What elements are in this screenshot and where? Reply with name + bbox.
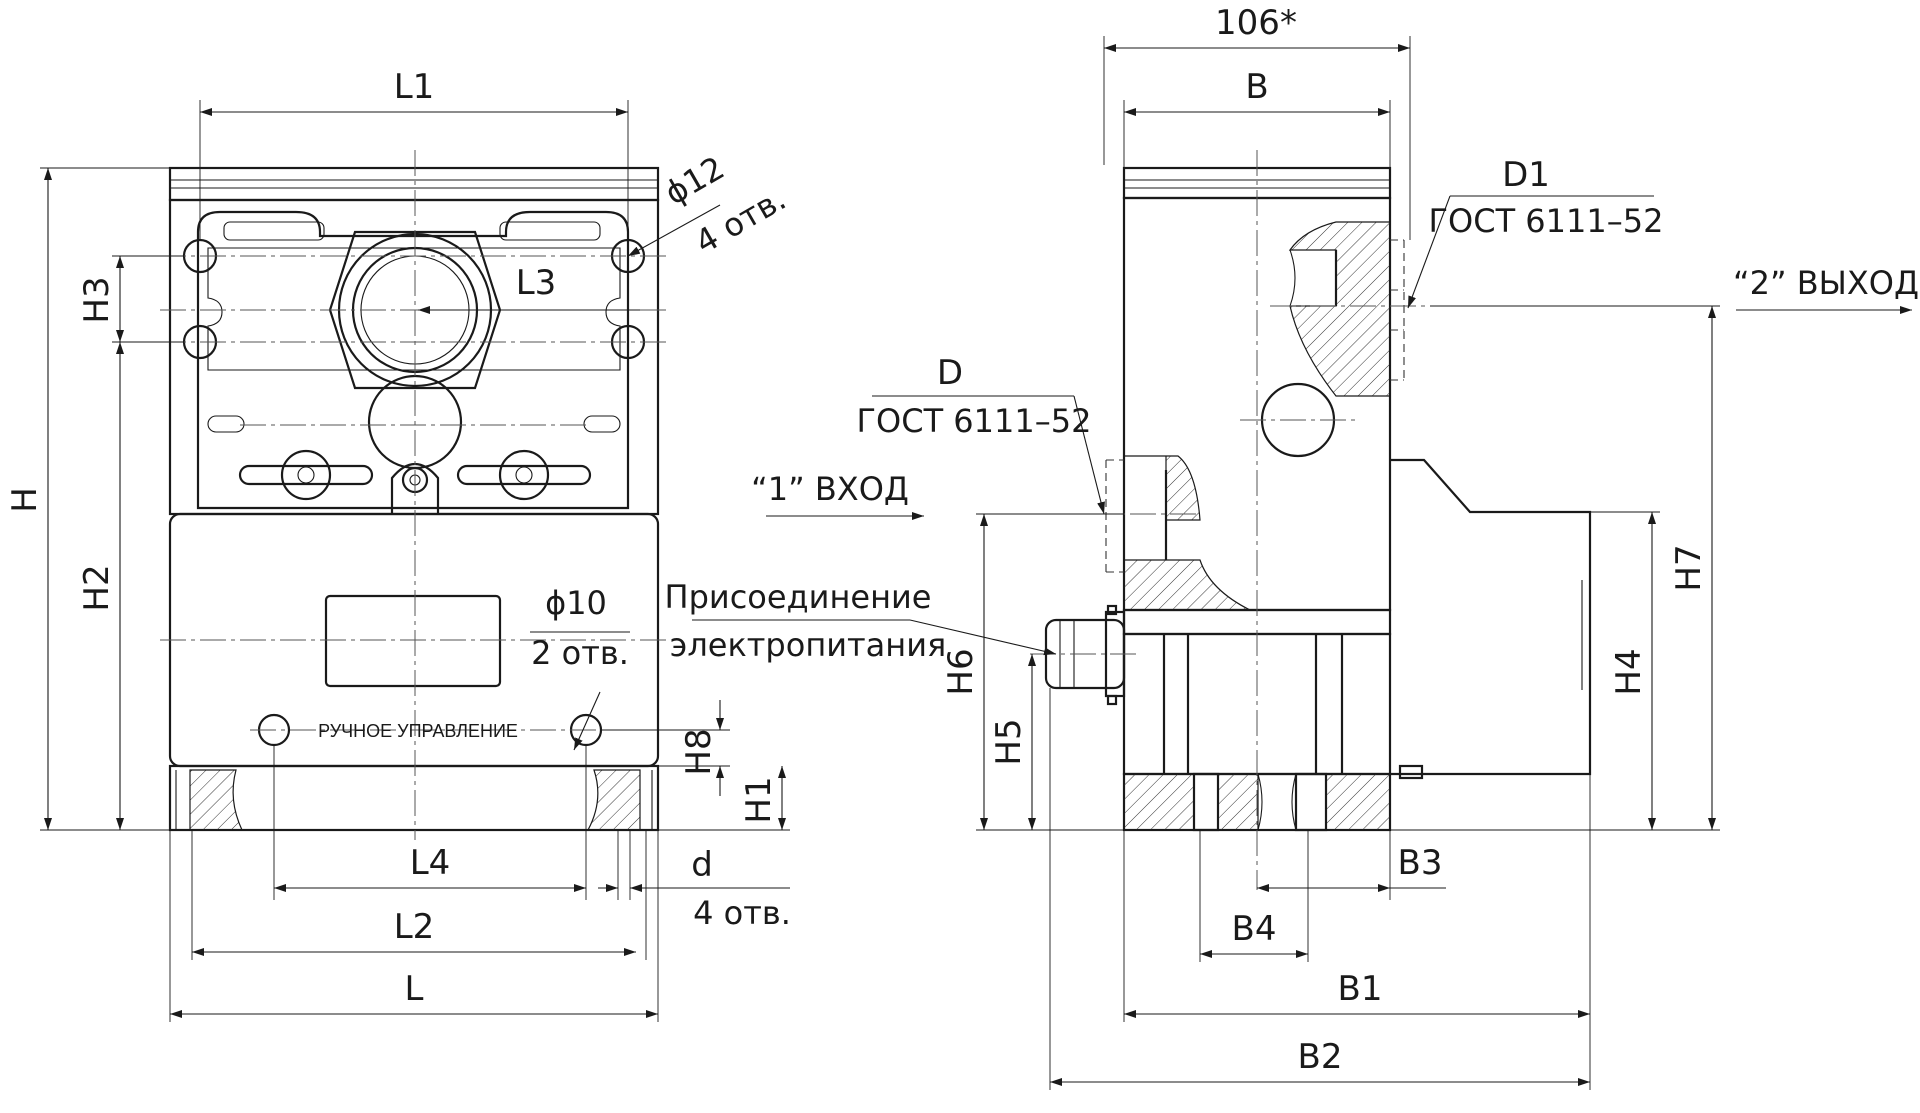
label-L3: L3: [516, 263, 557, 303]
side-dimensions: [692, 36, 1912, 1090]
label-H8: H8: [679, 728, 719, 775]
label-H4: H4: [1609, 648, 1649, 695]
label-B3: B3: [1398, 843, 1443, 883]
knob-left: [280, 449, 332, 501]
label-H2: H2: [77, 564, 117, 611]
knob-right: [498, 449, 550, 501]
label-outlet: “2” ВЫХОД: [1733, 264, 1919, 302]
label-inlet: “1” ВХОД: [751, 470, 909, 508]
label-B1: B1: [1338, 969, 1383, 1009]
label-d: d: [691, 845, 713, 885]
label-power-2: электропитания: [670, 626, 947, 664]
indicator-window: [324, 594, 502, 688]
label-106: 106*: [1215, 3, 1297, 43]
label-H1: H1: [739, 776, 779, 823]
label-H6: H6: [941, 648, 981, 695]
label-L2: L2: [394, 907, 435, 947]
manual-control-text: РУЧНОЕ УПРАВЛЕНИЕ: [318, 721, 518, 741]
label-power-1: Присоединение: [665, 578, 932, 616]
label-H5: H5: [989, 718, 1029, 765]
label-gost-d: ГОСТ 6111–52: [857, 402, 1092, 440]
labels: L1 L3 H H2 H3 H8 H1 L4 d 4 отв. L2 L ϕ12…: [5, 3, 1919, 1077]
label-phi12: ϕ12: [658, 149, 731, 213]
label-H3: H3: [77, 276, 117, 323]
label-D1: D1: [1502, 155, 1550, 195]
label-phi10-holes: 2 отв.: [531, 634, 629, 672]
label-H: H: [5, 487, 45, 513]
front-dimensions: [40, 100, 790, 1022]
label-d-holes: 4 отв.: [693, 894, 791, 932]
label-L1: L1: [394, 67, 435, 107]
label-phi10: ϕ10: [545, 584, 607, 622]
front-view: [160, 150, 670, 840]
label-B4: B4: [1232, 909, 1277, 949]
label-D: D: [937, 353, 963, 393]
label-gost-d1: ГОСТ 6111–52: [1429, 202, 1664, 240]
label-B2: B2: [1298, 1037, 1343, 1077]
label-L: L: [405, 969, 424, 1009]
label-H7: H7: [1669, 544, 1709, 591]
label-L4: L4: [410, 843, 451, 883]
label-B: B: [1245, 67, 1268, 107]
side-view: [1030, 150, 1592, 890]
